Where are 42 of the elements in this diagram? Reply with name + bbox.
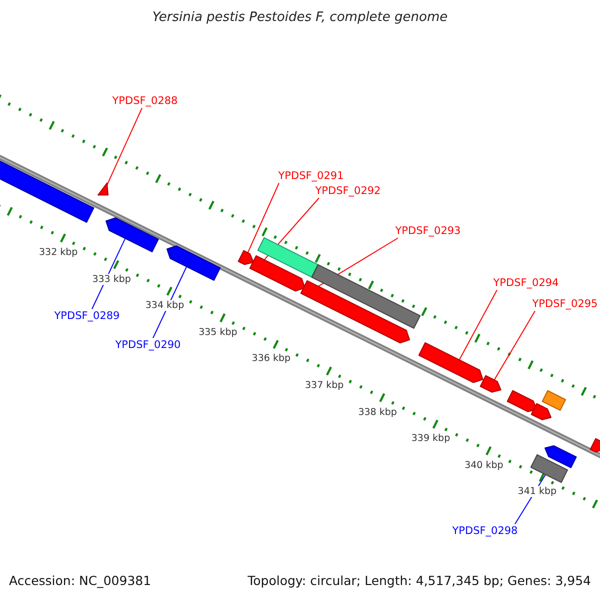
gene-feature bbox=[507, 390, 537, 412]
gene-feature bbox=[257, 237, 318, 278]
gene-feature bbox=[311, 264, 421, 329]
gene-label: YPDSF_0295 bbox=[525, 297, 600, 311]
scale-label: 333 kbp bbox=[91, 274, 132, 285]
leader-line bbox=[247, 182, 280, 254]
scale-label: 337 kbp bbox=[304, 380, 345, 391]
gene-feature bbox=[542, 390, 566, 411]
gene-feature bbox=[590, 438, 600, 453]
scale-label: 339 kbp bbox=[410, 433, 452, 444]
gene-feature bbox=[418, 342, 483, 383]
gene-feature bbox=[249, 255, 305, 292]
genome-info-text: Topology: circular; Length: 4,517,345 bp; Genes: 3,954 bbox=[248, 573, 591, 588]
leader-line bbox=[458, 290, 498, 360]
scale-label: 338 kbp bbox=[357, 406, 398, 418]
gene-feature bbox=[530, 454, 568, 483]
gene-label: YPDSF_0290 bbox=[108, 338, 188, 352]
leader-line bbox=[494, 310, 536, 380]
gene-label: YPDSF_0294 bbox=[486, 276, 566, 290]
gene-marker bbox=[98, 183, 108, 195]
scale-label: 341 kbp bbox=[516, 486, 558, 498]
gene-label: YPDSF_0289 bbox=[47, 309, 127, 323]
gene-label: YPDSF_0293 bbox=[388, 224, 468, 238]
leader-line bbox=[106, 108, 142, 186]
gene-label: YPDSF_0291 bbox=[271, 169, 351, 183]
title: Yersinia pestis Pestoides F, complete genome bbox=[151, 10, 449, 25]
gene-feature bbox=[106, 217, 159, 252]
gene-feature bbox=[480, 375, 501, 393]
gene-feature bbox=[300, 280, 410, 343]
gene-feature bbox=[545, 445, 577, 468]
accession-text: Accession: NC_009381 bbox=[9, 573, 152, 588]
gene-label: YPDSF_0292 bbox=[308, 184, 388, 198]
scale-label: 334 kbp bbox=[144, 300, 186, 312]
scale-label: 335 kbp bbox=[198, 326, 238, 338]
gene-label: YPDSF_0298 bbox=[445, 524, 525, 538]
gene-feature bbox=[167, 245, 221, 281]
gene-label: YPDSF_0288 bbox=[105, 94, 185, 108]
scale-label: 332 kbp bbox=[38, 247, 79, 258]
gene-feature bbox=[238, 250, 254, 265]
scale-label: 336 kbp bbox=[250, 353, 292, 364]
scale-label: 340 kbp bbox=[464, 460, 504, 471]
gene-feature bbox=[531, 403, 551, 420]
